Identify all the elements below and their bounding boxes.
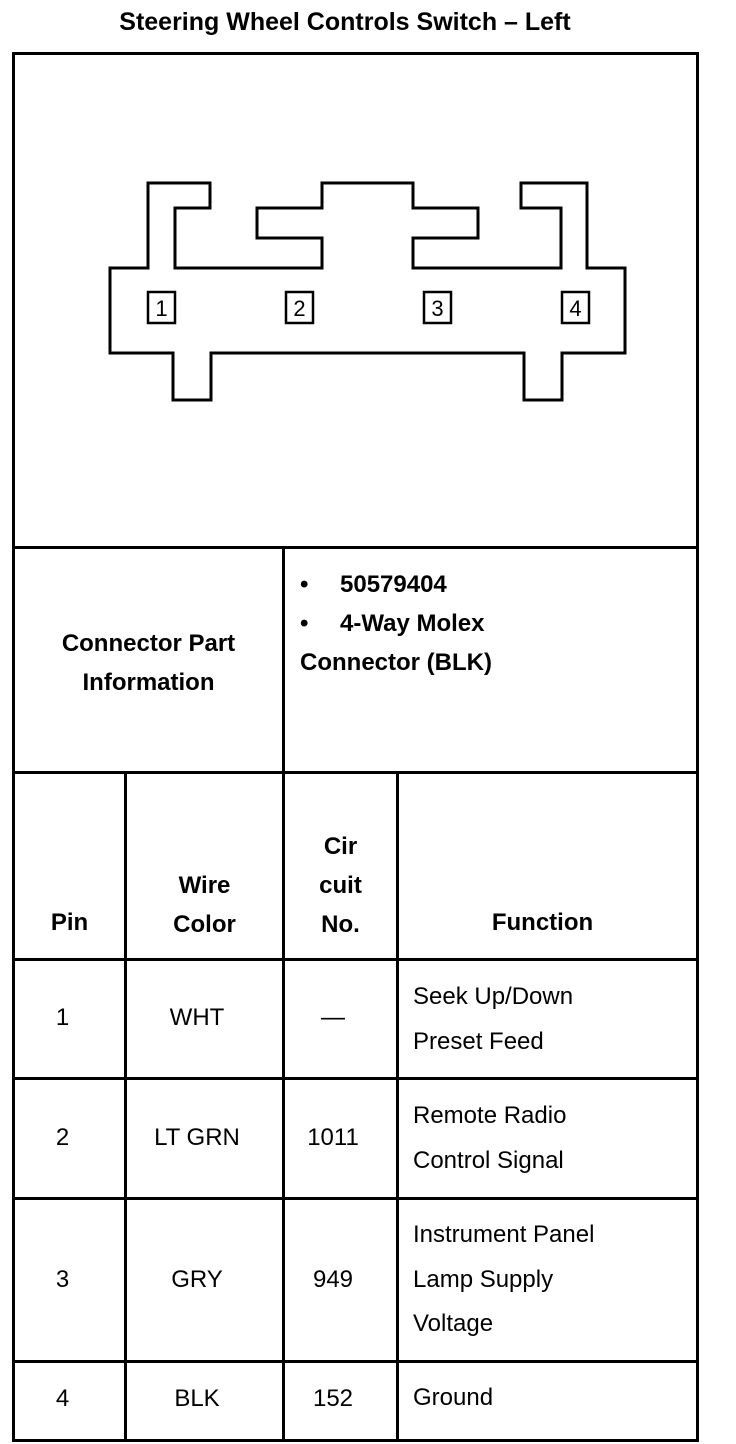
part-info-item-1: • 50579404 (300, 565, 690, 604)
row4-function-line1: Ground (413, 1384, 494, 1411)
pin-4-label: 4 (569, 296, 581, 321)
divider (282, 546, 285, 771)
row2-circuit: 1011 (307, 1124, 359, 1151)
part-info-item-2: • 4-Way Molex (300, 604, 690, 643)
pin-2-box: 2 (284, 290, 315, 325)
part-info-item-2-cont: Connector (BLK) (300, 649, 492, 676)
divider (396, 771, 399, 1442)
header-circuit-no: Cir cuit No. (285, 827, 396, 944)
row3-function-line1: Instrument Panel (413, 1221, 595, 1248)
row3-pin: 3 (55, 1266, 70, 1293)
bullet-1: • (300, 571, 309, 598)
row3-circuit: 949 (312, 1266, 354, 1293)
header-wire-line1: Wire (178, 872, 231, 899)
connector-type: 4-Way Molex (340, 610, 485, 637)
page-title: Steering Wheel Controls Switch – Left (119, 8, 571, 36)
header-pin: Pin (50, 909, 89, 936)
header-function: Function (491, 909, 594, 936)
divider (12, 958, 699, 961)
row4-function: Ground (413, 1376, 493, 1421)
part-info-label: Connector Part Information (15, 624, 282, 702)
part-info-label-line2: Information (82, 669, 215, 696)
divider (282, 771, 285, 1442)
bullet-2: • (300, 610, 309, 637)
header-circuit-line2: cuit (319, 872, 362, 899)
divider (12, 771, 699, 774)
row3-function-line3: Voltage (413, 1310, 494, 1337)
divider (12, 546, 699, 549)
row2-wire: LT GRN (154, 1124, 240, 1151)
row2-function: Remote Radio Control Signal (413, 1094, 566, 1183)
header-wire-line2: Color (173, 911, 236, 938)
row1-circuit: — (321, 1004, 345, 1031)
row2-pin: 2 (55, 1124, 70, 1151)
divider (12, 1077, 699, 1080)
header-circuit-line1: Cir (323, 833, 358, 860)
divider (12, 1197, 699, 1200)
row1-wire: WHT (169, 1004, 225, 1031)
row4-wire: BLK (174, 1385, 220, 1412)
row1-function: Seek Up/Down Preset Feed (413, 975, 573, 1064)
connector-outline (108, 181, 627, 402)
pin-3-label: 3 (431, 296, 443, 321)
part-info-label-line1: Connector Part (61, 630, 236, 657)
row2-function-line1: Remote Radio (413, 1102, 567, 1129)
part-number: 50579404 (340, 571, 447, 598)
row1-function-line1: Seek Up/Down (413, 983, 574, 1010)
part-info-values: • 50579404 • 4-Way Molex Connector (BLK) (300, 565, 690, 682)
connector-diagram: 1 2 3 4 (108, 181, 627, 402)
row3-function: Instrument Panel Lamp Supply Voltage (413, 1213, 594, 1347)
pin-4-box: 4 (560, 290, 591, 325)
row3-wire: GRY (171, 1266, 223, 1293)
pin-3-box: 3 (422, 290, 453, 325)
row1-pin: 1 (55, 1004, 70, 1031)
divider (12, 1360, 699, 1363)
row3-function-line2: Lamp Supply (413, 1265, 554, 1293)
row1-function-line2: Preset Feed (413, 1027, 544, 1055)
pin-2-label: 2 (293, 296, 305, 321)
divider (124, 771, 127, 1442)
pin-1-box: 1 (146, 290, 177, 325)
row2-function-line2: Control Signal (413, 1146, 564, 1174)
row4-circuit: 152 (312, 1385, 354, 1412)
header-wire-color: Wire Color (127, 866, 282, 944)
header-circuit-line3: No. (321, 911, 360, 938)
row4-pin: 4 (55, 1385, 70, 1412)
pin-1-label: 1 (155, 296, 167, 321)
table-frame (12, 52, 699, 1442)
